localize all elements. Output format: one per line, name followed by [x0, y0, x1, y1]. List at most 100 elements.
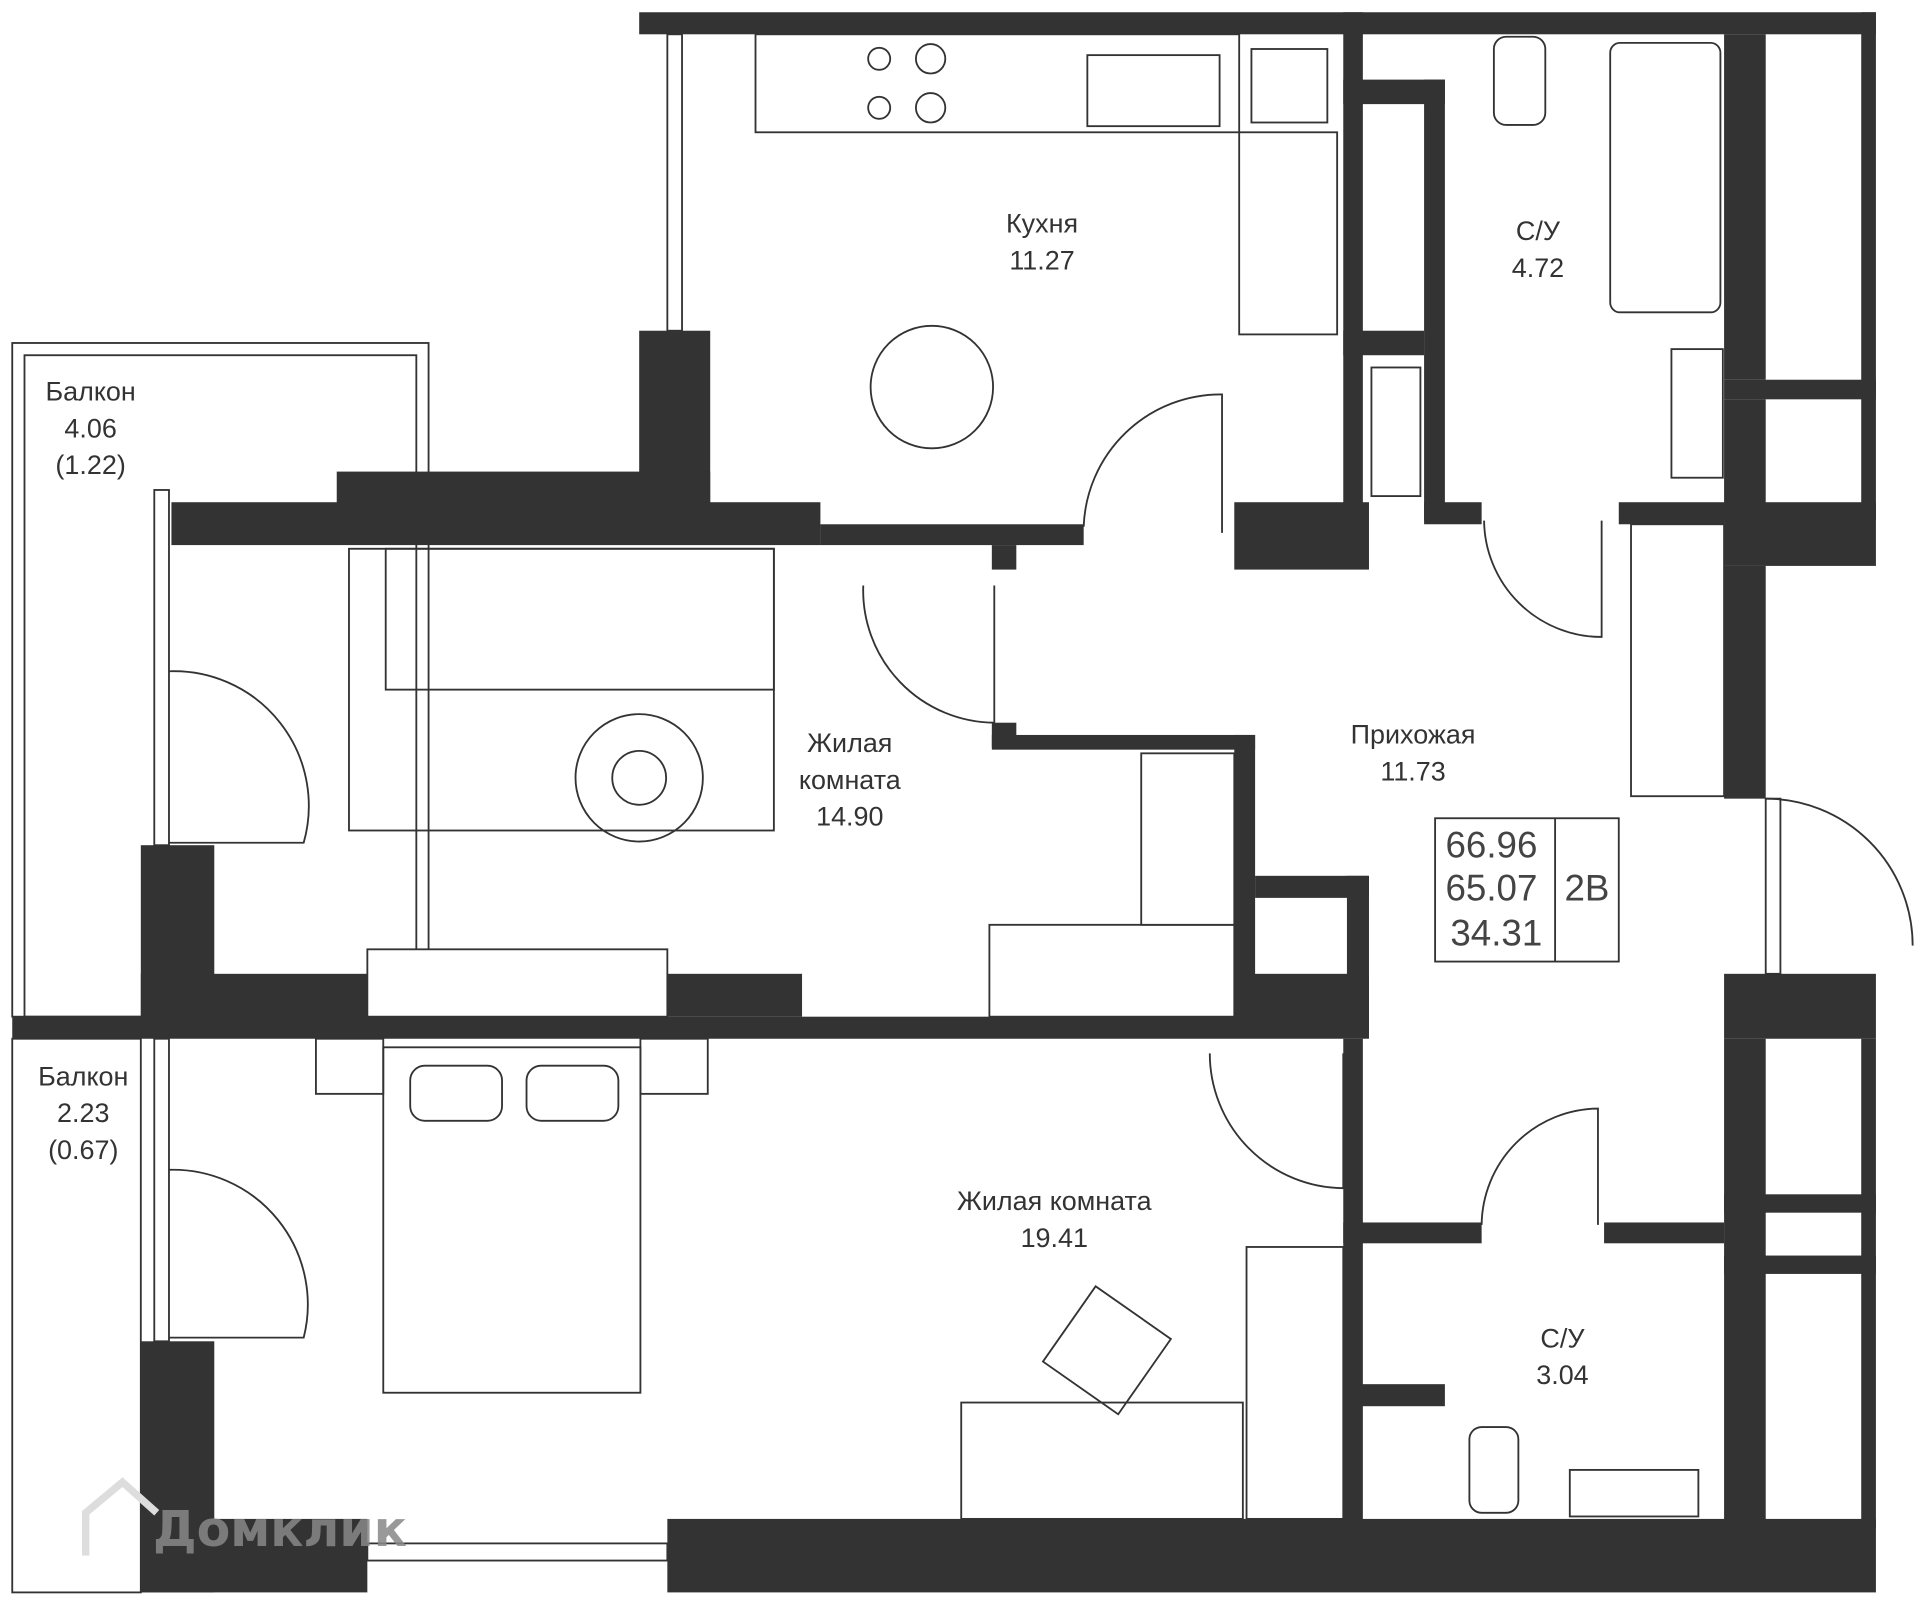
svg-text:4.72: 4.72 — [1512, 253, 1564, 283]
wall — [1724, 399, 1766, 522]
room-label-kitchen: Кухня 11.27 — [1006, 209, 1078, 276]
furniture-item — [525, 1064, 620, 1122]
office-chair — [1041, 1285, 1173, 1416]
furniture-item — [315, 1037, 385, 1095]
wall — [1861, 12, 1876, 521]
windows — [153, 33, 1782, 1562]
furniture-item — [1250, 48, 1329, 124]
furniture-item — [754, 33, 1241, 134]
window — [366, 1542, 669, 1562]
wall — [1424, 502, 1482, 525]
wall — [1724, 1255, 1876, 1274]
svg-text:Кухня: Кухня — [1006, 209, 1078, 239]
furniture-item — [1468, 1426, 1520, 1514]
wall — [639, 12, 1876, 35]
svg-text:2.23: 2.23 — [57, 1098, 109, 1128]
window — [153, 1037, 170, 1343]
window — [1140, 752, 1236, 926]
wall — [991, 545, 1017, 570]
total-area: 66.96 — [1445, 824, 1537, 865]
wall — [667, 973, 803, 1017]
wall — [1724, 502, 1876, 566]
svg-text:Балкон: Балкон — [38, 1061, 128, 1091]
wall — [12, 1016, 1369, 1039]
furniture-item — [1245, 1246, 1345, 1520]
wall — [1724, 1038, 1766, 1529]
room-label-living-room-1: Жилая комната 14.90 — [799, 728, 901, 832]
furniture-item — [1609, 41, 1722, 314]
room-label-hallway: Прихожая 11.73 — [1351, 720, 1476, 787]
svg-text:4.06: 4.06 — [64, 413, 116, 443]
window — [666, 33, 683, 332]
room-label-balcony-2: Балкон 2.23 (0.67) — [38, 1061, 128, 1165]
house-logo-icon — [82, 1477, 160, 1556]
window — [153, 489, 170, 847]
wall — [1724, 379, 1876, 400]
furniture-item — [1238, 131, 1339, 336]
svg-text:(0.67): (0.67) — [48, 1135, 118, 1165]
furniture — [315, 33, 1725, 1520]
room-label-bathroom-2: С/У 3.04 — [1536, 1323, 1588, 1390]
wall — [1604, 1222, 1725, 1244]
furniture-item — [1670, 348, 1724, 479]
room-label-balcony-1: Балкон 4.06 (1.22) — [34, 367, 151, 484]
wall — [1343, 12, 1363, 521]
wall — [140, 1518, 368, 1593]
furniture-item — [1630, 523, 1725, 798]
wall — [1343, 1038, 1363, 1529]
furniture-item — [1370, 366, 1422, 498]
wall — [820, 524, 1084, 546]
wall — [1234, 502, 1369, 570]
area-2: 65.07 — [1445, 867, 1537, 908]
furniture-item — [1086, 54, 1221, 128]
wall — [171, 502, 821, 546]
furniture-item — [960, 1401, 1244, 1520]
wall — [1424, 79, 1445, 521]
furniture-item — [1492, 35, 1547, 126]
furniture-item — [382, 1046, 642, 1394]
window — [366, 948, 669, 1018]
walls — [12, 12, 1876, 1593]
domclick-watermark: Домклик — [82, 1477, 407, 1558]
room-label-bathroom-1: С/У 4.72 — [1512, 216, 1564, 283]
wall — [140, 973, 368, 1017]
wall — [1343, 1384, 1445, 1407]
svg-text:Жилая комната: Жилая комната — [957, 1186, 1152, 1216]
apartment-summary-box: 66.96 65.07 34.31 2В — [1434, 817, 1620, 963]
wall — [991, 734, 1256, 750]
wall — [1618, 502, 1725, 525]
wall — [1724, 1194, 1876, 1213]
room-label-living-room-2: Жилая комната 19.41 — [957, 1186, 1152, 1253]
wall — [1234, 734, 1256, 1017]
svg-text:комната: комната — [799, 765, 901, 795]
wall — [667, 1518, 1876, 1593]
svg-text:11.73: 11.73 — [1380, 756, 1445, 786]
wall — [1724, 565, 1766, 799]
svg-text:19.41: 19.41 — [1021, 1223, 1088, 1253]
svg-text:Домклик: Домклик — [153, 1501, 407, 1558]
furniture-item — [409, 1064, 503, 1122]
window — [988, 923, 1236, 1018]
svg-text:С/У: С/У — [1516, 216, 1561, 246]
svg-text:Прихожая: Прихожая — [1351, 720, 1476, 750]
wall — [1343, 1222, 1482, 1244]
window — [1764, 797, 1782, 975]
svg-text:3.04: 3.04 — [1536, 1360, 1588, 1390]
doors — [168, 393, 1914, 1339]
wall — [1343, 330, 1425, 356]
living-area: 34.31 — [1450, 913, 1542, 954]
wall — [1255, 875, 1369, 898]
wall — [1861, 1038, 1876, 1529]
wall — [1724, 973, 1876, 1039]
furniture-item — [639, 1037, 709, 1095]
wall — [1724, 34, 1766, 380]
apartment-type: 2В — [1564, 867, 1609, 908]
furniture-item — [1568, 1468, 1700, 1518]
svg-text:Жилая: Жилая — [807, 728, 892, 758]
svg-text:(1.22): (1.22) — [55, 450, 125, 480]
svg-text:11.27: 11.27 — [1009, 245, 1074, 275]
svg-text:14.90: 14.90 — [816, 802, 883, 832]
svg-text:Балкон: Балкон — [45, 377, 135, 407]
furniture-item — [384, 547, 775, 691]
